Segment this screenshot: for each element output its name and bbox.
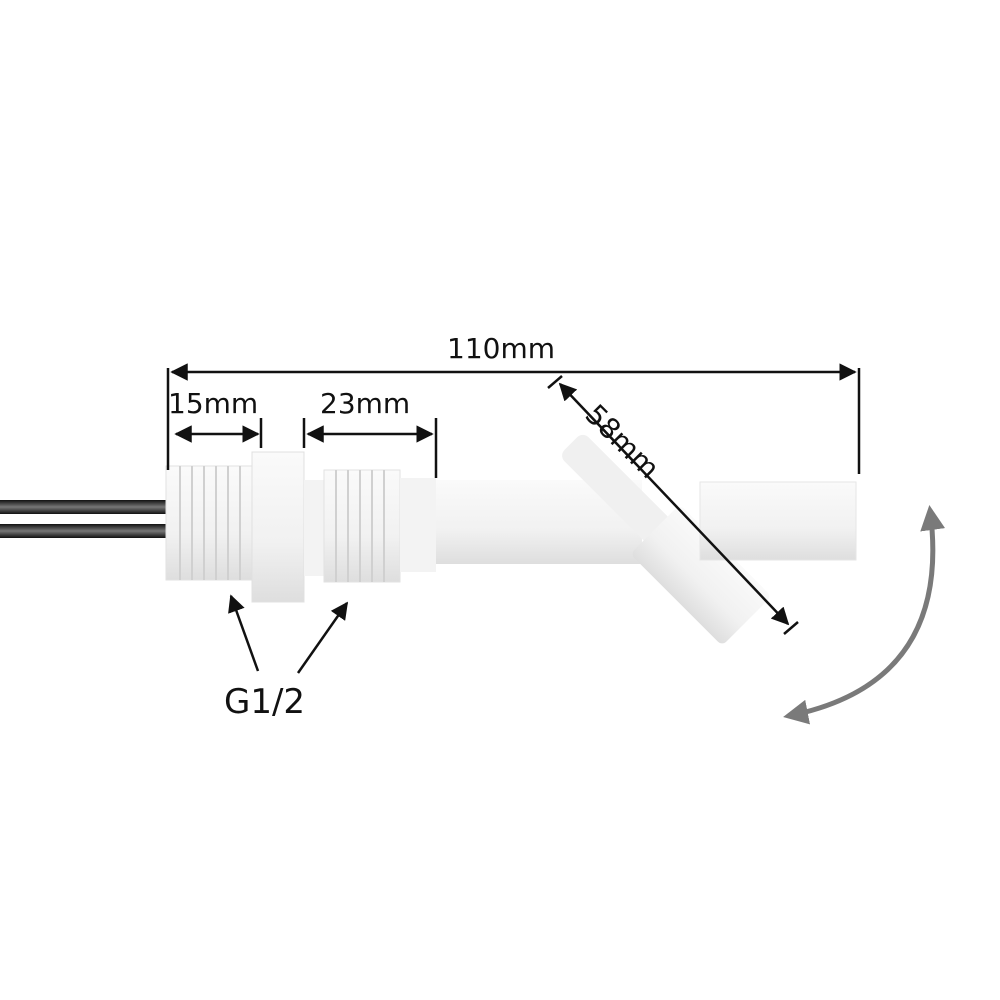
- thread-spec-label: G1/2: [224, 682, 306, 722]
- swing-arrow-icon: [783, 505, 946, 725]
- thread-section-1: [165, 465, 253, 581]
- dimension-110mm: [166, 363, 861, 474]
- thread-section-2: [323, 469, 436, 583]
- neck: [304, 480, 324, 576]
- thread-pointers: [228, 594, 349, 674]
- dimension-23mm: [302, 418, 438, 478]
- hex-nut: [251, 451, 305, 603]
- thread1-length-label: 15mm: [168, 387, 259, 420]
- overall-length-label: 110mm: [447, 332, 555, 365]
- dimension-15mm: [174, 418, 263, 448]
- thread2-length-label: 23mm: [320, 387, 411, 420]
- float-body: [699, 481, 857, 561]
- cable-pair: [0, 500, 166, 538]
